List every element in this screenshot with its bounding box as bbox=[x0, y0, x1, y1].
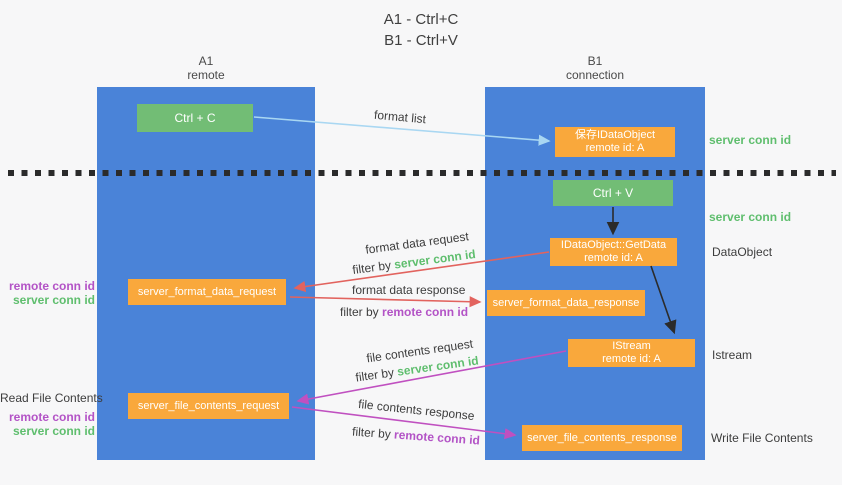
right-column-role: connection bbox=[565, 68, 625, 82]
server-conn-id-annotation-mid: server conn id bbox=[709, 210, 792, 224]
left-column-name: A1 bbox=[198, 54, 214, 68]
getdata-line2: remote id: A bbox=[584, 252, 643, 264]
server-file-contents-response-node: server_file_contents_response bbox=[522, 425, 682, 451]
format-data-response-filter-label: filter by remote conn id bbox=[340, 305, 468, 319]
istream-line1: IStream bbox=[612, 340, 651, 352]
title-line-2: B1 - Ctrl+V bbox=[384, 32, 458, 49]
file-contents-response-filter-label: filter by remote conn id bbox=[352, 425, 481, 448]
server-conn-id-annotation-left-top: server conn id bbox=[12, 293, 95, 307]
remote-conn-id-annotation-left-top: remote conn id bbox=[8, 279, 95, 293]
server-file-contents-request-label: server_file_contents_request bbox=[137, 399, 280, 412]
filter-by-text: filter by bbox=[351, 424, 392, 442]
dataobject-annotation: DataObject bbox=[712, 245, 773, 259]
save-idataobject-node: 保存IDataObject remote id: A bbox=[555, 127, 675, 157]
server-file-contents-response-label: server_file_contents_response bbox=[527, 431, 677, 444]
file-contents-response-label: file contents response bbox=[357, 396, 476, 424]
filter-by-text: filter by bbox=[354, 365, 395, 385]
format-list-label: format list bbox=[373, 107, 427, 127]
server-conn-id-annotation-left-bottom: server conn id bbox=[12, 424, 95, 438]
left-column-header: A1 remote bbox=[97, 54, 315, 82]
save-idataobject-line1: 保存IDataObject bbox=[574, 129, 656, 141]
server-file-contents-request-node: server_file_contents_request bbox=[128, 393, 289, 419]
title-line-1: A1 - Ctrl+C bbox=[383, 11, 459, 28]
left-column-role: remote bbox=[187, 68, 225, 82]
right-column-name: B1 bbox=[587, 54, 603, 68]
istream-line2: remote id: A bbox=[602, 353, 661, 365]
write-file-contents-annotation: Write File Contents bbox=[711, 431, 813, 445]
format-data-response-label: format data response bbox=[352, 283, 466, 297]
remote-conn-id-text: remote conn id bbox=[382, 305, 469, 319]
ctrl-c-node: Ctrl + C bbox=[137, 104, 253, 132]
filter-by-text: filter by bbox=[351, 258, 392, 278]
remote-conn-id-text: remote conn id bbox=[393, 427, 481, 448]
format-data-response-arrow bbox=[289, 296, 482, 308]
save-idataobject-line2: remote id: A bbox=[585, 142, 645, 154]
server-format-data-request-label: server_format_data_request bbox=[137, 285, 277, 298]
remote-conn-id-annotation-left-bottom: remote conn id bbox=[8, 410, 95, 424]
page-title: A1 - Ctrl+C B1 - Ctrl+V bbox=[0, 9, 842, 51]
right-column-header: B1 connection bbox=[485, 54, 705, 82]
getdata-node: IDataObject::GetData remote id: A bbox=[550, 238, 677, 266]
ctrl-c-label: Ctrl + C bbox=[174, 111, 216, 125]
server-format-data-response-node: server_format_data_response bbox=[487, 290, 645, 316]
istream-node: IStream remote id: A bbox=[568, 339, 695, 367]
server-format-data-request-node: server_format_data_request bbox=[128, 279, 286, 305]
filter-by-text: filter by bbox=[340, 305, 379, 319]
istream-annotation: Istream bbox=[712, 348, 753, 362]
ctrl-v-node: Ctrl + V bbox=[553, 180, 673, 206]
server-conn-id-annotation-top: server conn id bbox=[709, 133, 792, 147]
read-file-contents-annotation: Read File Contents bbox=[0, 391, 103, 405]
ctrl-v-label: Ctrl + V bbox=[592, 186, 634, 200]
getdata-line1: IDataObject::GetData bbox=[560, 239, 667, 251]
server-format-data-response-label: server_format_data_response bbox=[492, 296, 640, 309]
